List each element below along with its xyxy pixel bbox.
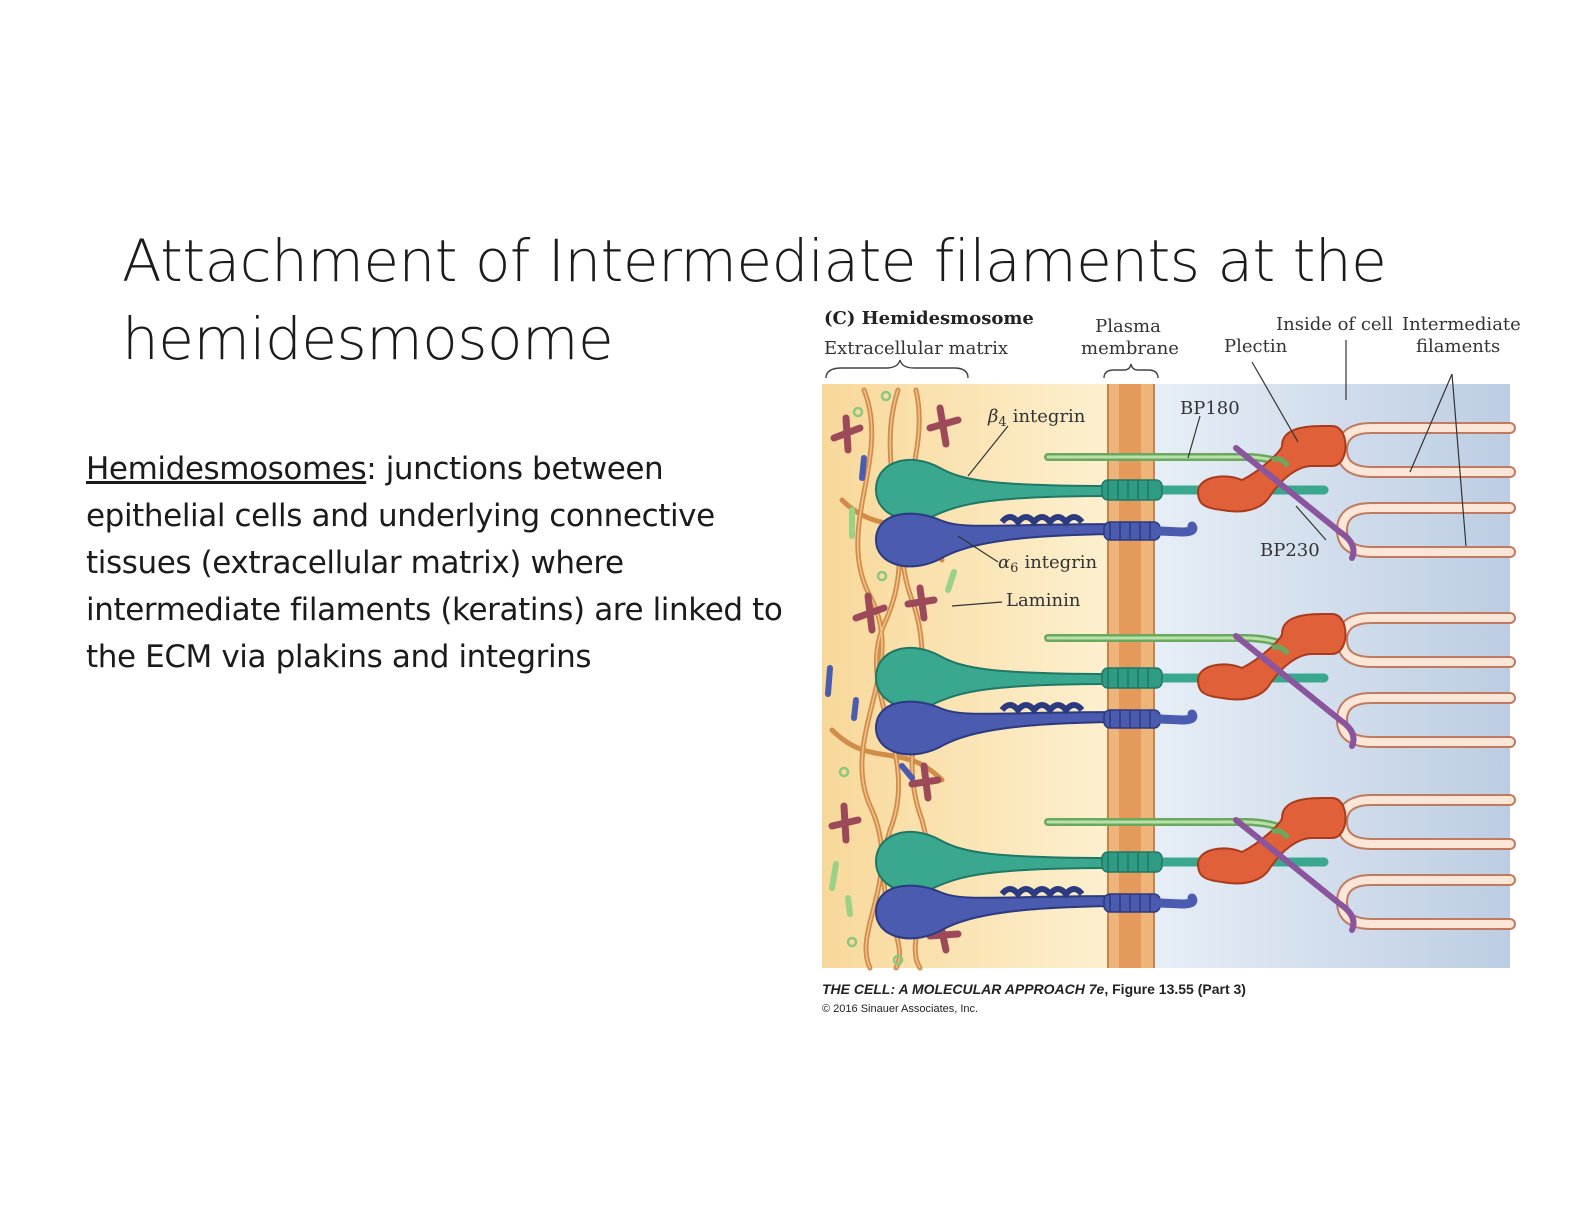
label-inside-of-cell: Inside of cell xyxy=(1276,314,1393,335)
label-plectin: Plectin xyxy=(1224,336,1288,357)
credit-book-title: THE CELL: A MOLECULAR APPROACH 7e xyxy=(822,981,1105,997)
label-intermediate: Intermediate xyxy=(1402,314,1521,335)
alpha6-subscript: 6 xyxy=(1010,561,1018,576)
label-alpha6-integrin: α6 integrin xyxy=(998,552,1098,576)
credit-figure-ref: , Figure 13.55 (Part 3) xyxy=(1104,981,1246,997)
alpha6-word: integrin xyxy=(1024,552,1097,573)
label-membrane: membrane xyxy=(1081,338,1179,359)
ecm-brace xyxy=(825,359,969,379)
alpha6-symbol: α xyxy=(998,552,1010,573)
label-plasma: Plasma xyxy=(1095,316,1161,337)
label-extracellular-matrix: Extracellular matrix xyxy=(824,338,1008,359)
label-bp230: BP230 xyxy=(1260,540,1320,561)
laminin-molecules xyxy=(828,404,962,954)
hemidesmosome-unit-1 xyxy=(874,425,1357,568)
body-term: Hemidesmosomes xyxy=(86,451,367,487)
label-beta4-integrin: β4 integrin xyxy=(987,406,1086,430)
plectin xyxy=(1196,425,1347,513)
label-laminin: Laminin xyxy=(1006,590,1081,611)
label-filaments: filaments xyxy=(1416,336,1500,357)
beta4-symbol: β xyxy=(987,406,998,427)
label-bp180: BP180 xyxy=(1180,398,1240,419)
beta4-word: integrin xyxy=(1013,406,1086,427)
body-text: Hemidesmosomes: junctions between epithe… xyxy=(86,446,806,681)
membrane-brace xyxy=(1103,363,1159,379)
panel-heading: (C) Hemidesmosome xyxy=(824,308,1034,329)
ecm-dots xyxy=(838,390,904,966)
title-line-1: Attachment of Intermediate filaments at … xyxy=(122,227,1387,295)
hemidesmosome-unit-3 xyxy=(874,797,1357,940)
leader-lines xyxy=(951,340,1467,607)
beta4-subscript: 4 xyxy=(998,415,1006,430)
figure-copyright: © 2016 Sinauer Associates, Inc. xyxy=(822,1003,978,1015)
hemidesmosome-unit-2 xyxy=(874,613,1357,756)
body-definition: : junctions between epithelial cells and… xyxy=(86,451,783,675)
figure-credit: THE CELL: A MOLECULAR APPROACH 7e, Figur… xyxy=(822,981,1246,997)
panel-label: (C) xyxy=(824,308,855,329)
hemidesmosome-diagram: (C) Hemidesmosome Extracellular matrix P… xyxy=(822,308,1521,1015)
slide-title: Attachment of Intermediate filaments at … xyxy=(122,222,1522,378)
hemidesmosome-figure: (C) Hemidesmosome Extracellular matrix P… xyxy=(812,300,1532,1030)
title-line-2: hemidesmosome xyxy=(122,305,614,373)
panel-title: Hemidesmosome xyxy=(862,308,1034,329)
bp230 xyxy=(1233,445,1357,561)
